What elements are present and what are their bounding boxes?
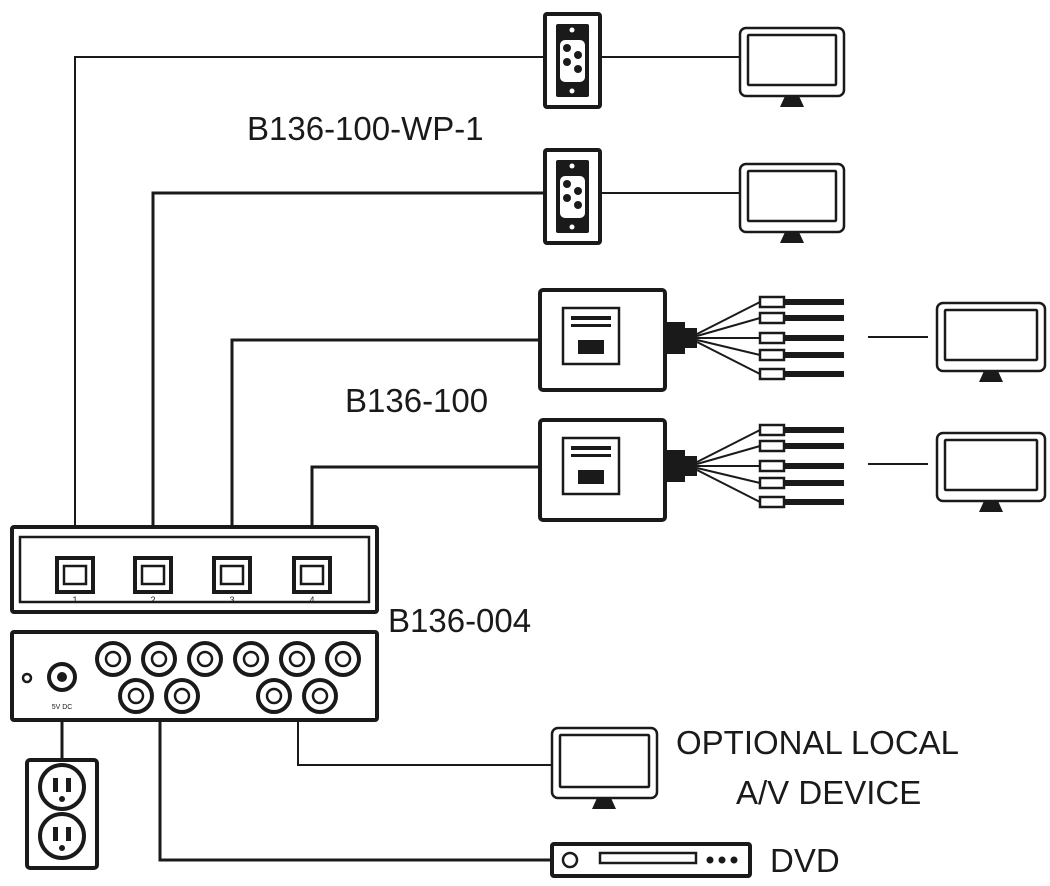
rj45-port-1: 1 (55, 556, 95, 605)
local-device-label-line1: OPTIONAL LOCAL (676, 724, 959, 761)
extender-1 (538, 288, 844, 392)
local-device-label-line2: A/V DEVICE (736, 774, 921, 811)
extender-2 (538, 418, 844, 522)
svg-text:4: 4 (309, 595, 314, 605)
rj45-port-2: 2 (133, 556, 173, 605)
monitor-2-icon (738, 162, 846, 243)
monitor-3-icon (935, 301, 1047, 382)
unit-model-label: B136-004 (388, 602, 531, 639)
local-monitor-icon (550, 726, 659, 809)
dvd-label: DVD (770, 842, 840, 879)
wall-outlet-icon (25, 758, 99, 870)
cable-to-extender-1 (230, 338, 540, 558)
extender-model-label: B136-100 (345, 382, 488, 419)
wall-plate-model-label: B136-100-WP-1 (247, 110, 484, 147)
rj45-port-3: 3 (212, 556, 252, 605)
cable-to-dvd (158, 698, 552, 862)
cable-to-wall-plate-2 (151, 191, 740, 558)
svg-text:2: 2 (150, 595, 155, 605)
svg-text:1: 1 (72, 595, 77, 605)
wall-plate-2 (543, 148, 602, 245)
av-jacks-top (95, 641, 361, 677)
wall-plate-1 (543, 12, 602, 109)
monitor-1-icon (738, 26, 846, 107)
dvd-player-icon (550, 842, 752, 878)
monitor-4-icon (935, 431, 1047, 512)
svg-text:3: 3 (229, 595, 234, 605)
cable-to-wall-plate-1 (74, 56, 740, 558)
rj45-port-4: 4 (292, 556, 332, 605)
av-jacks-bottom (118, 678, 338, 714)
svg-text:5V DC: 5V DC (52, 704, 73, 711)
